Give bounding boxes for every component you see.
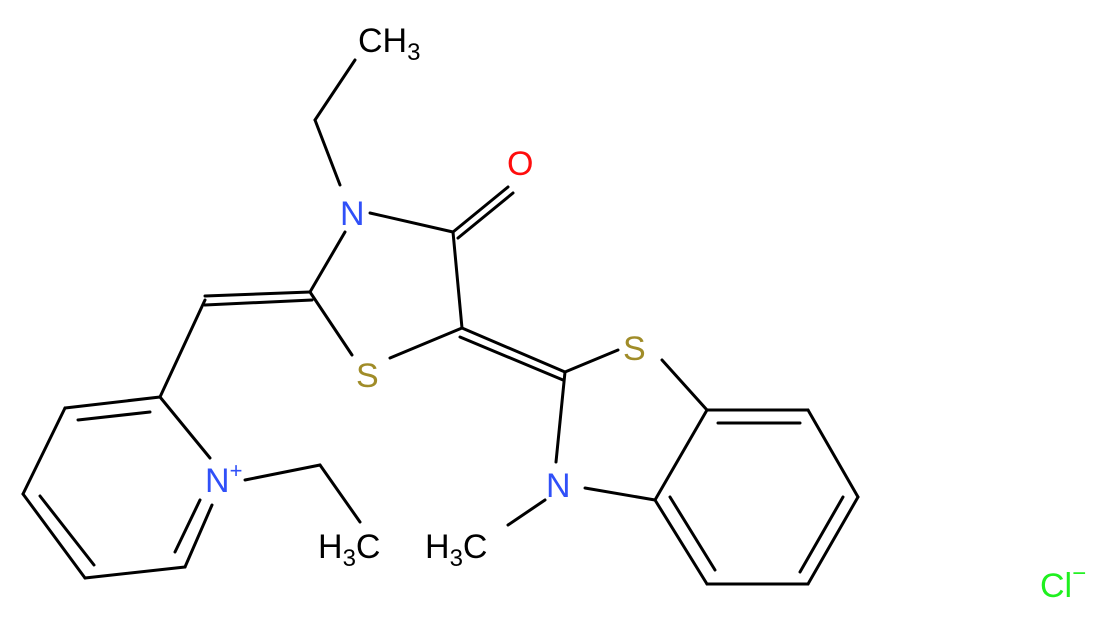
chloride-charge: −	[1072, 560, 1086, 587]
bond-c6-c5	[806, 495, 860, 586]
bond-lines	[21, 58, 860, 586]
atom-n-benzothiazole: N	[546, 467, 571, 505]
bond-c5-c2b-2	[458, 335, 565, 382]
atom-s-thiazolidine: S	[356, 357, 379, 395]
bond-ch3-ch2-top	[313, 58, 357, 122]
bond-n-c3a	[583, 486, 657, 502]
bond-c6-c5-inner	[798, 495, 845, 574]
bond-pyr-c6-n	[183, 503, 214, 569]
bond-pyr-c2-c3-inner	[76, 410, 152, 422]
bond-c4-c3a	[653, 498, 709, 586]
atom-labels: N O S S N N+ CH3 H3C H3C Cl−	[205, 22, 1086, 605]
bond-c4-c3a-inner	[668, 495, 717, 572]
methyl-pyridinium-label: H3C	[318, 528, 380, 572]
atom-n-pyridinium-symbol: N	[205, 462, 230, 500]
bond-pyr-c5-c6	[83, 565, 187, 580]
bond-c-o-1	[451, 185, 510, 234]
methyl-pyridinium-main: H	[318, 528, 343, 566]
bond-c2b-s	[563, 348, 620, 374]
methyl-top-sub: 3	[407, 39, 420, 66]
methyl-pyridinium-tail: C	[356, 528, 381, 566]
methyl-benzothiazole-label: H3C	[425, 528, 487, 572]
bond-npyr-ch2	[243, 463, 322, 482]
methyl-pyridinium-sub: 3	[343, 545, 356, 572]
bond-c7-c6	[806, 408, 860, 499]
methyl-top-label: CH3	[358, 22, 420, 66]
bond-c-o-2	[456, 191, 515, 240]
bond-c2-ch-2	[203, 298, 314, 307]
bond-c2-n	[308, 230, 347, 294]
chloride-ion: Cl−	[1040, 560, 1086, 605]
methyl-benzothiazole-tail: C	[463, 528, 488, 566]
bond-n-c-carbonyl	[368, 211, 455, 234]
bond-pyr-c3-c4	[21, 406, 67, 496]
bond-c7a-c3a	[653, 408, 709, 502]
bond-pyr-n-c2	[158, 395, 212, 460]
atom-n-pyridinium-charge: +	[230, 458, 243, 483]
atom-s-benzothiazole: S	[623, 330, 646, 368]
bond-c2b-n	[554, 370, 567, 464]
bond-s-c2	[308, 290, 354, 357]
methyl-benzothiazole-main: H	[425, 528, 450, 566]
methyl-top-main: CH	[358, 22, 407, 60]
bond-c5-s	[388, 326, 464, 360]
bond-pyr-c2-c3	[63, 395, 162, 410]
bond-c5-c2b-1	[460, 326, 567, 374]
bond-pyr-c4-c5	[21, 492, 87, 580]
methyl-benzothiazole-sub: 3	[450, 545, 463, 572]
chloride-symbol: Cl	[1040, 567, 1072, 605]
bond-n-ch3-bzt	[506, 498, 547, 527]
bond-ch-pyr	[158, 298, 207, 399]
atom-n-top: N	[340, 195, 365, 233]
bond-ch2-ch3-pyr	[318, 463, 362, 524]
bond-c2-ch-1	[203, 290, 312, 298]
bond-s-c7a	[660, 358, 709, 412]
bond-pyr-c4-c5-inner	[38, 494, 96, 567]
atom-n-pyridinium: N+	[205, 458, 242, 500]
bond-c-c5	[451, 230, 464, 330]
bond-ch2-n-top	[313, 118, 342, 187]
bond-pyr-c6-n-inner	[173, 498, 202, 554]
atom-o-carbonyl: O	[507, 145, 533, 183]
